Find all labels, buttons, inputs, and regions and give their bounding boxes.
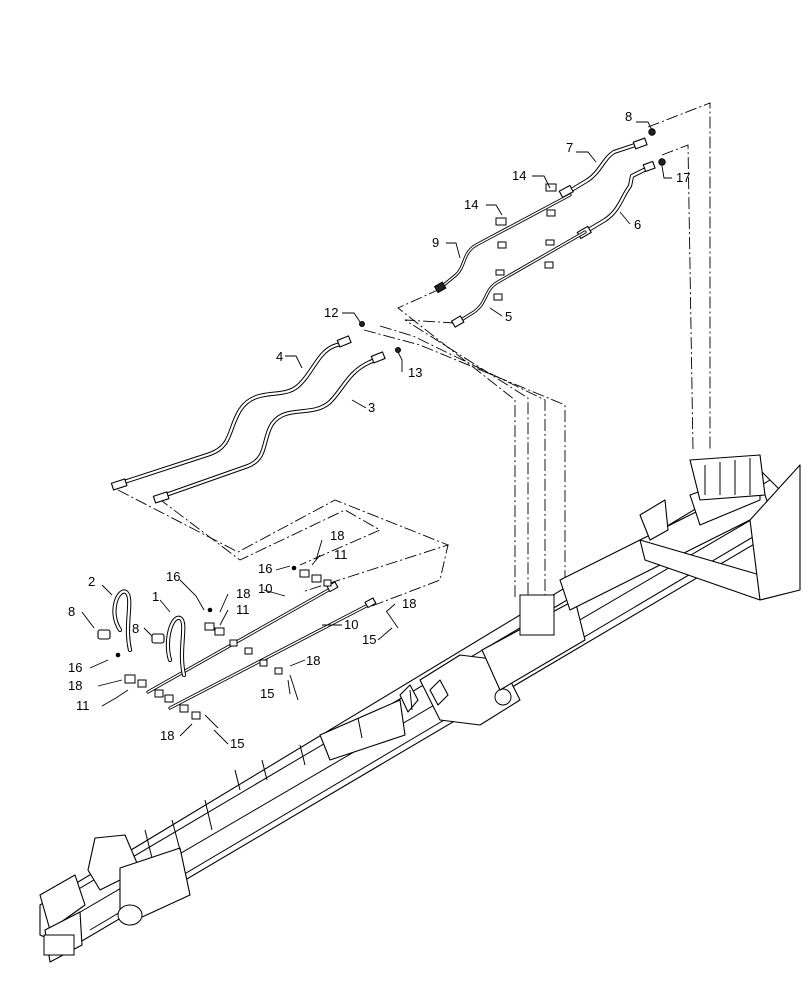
tube-9 [433,193,572,294]
callout-15: 15 [230,736,244,751]
callout-2: 2 [88,574,95,589]
callout-10: 10 [344,617,358,632]
callout-6: 6 [634,217,641,232]
callout-4: 4 [276,349,283,364]
callout-18: 18 [236,586,250,601]
callout-8: 8 [625,109,632,124]
callout-9: 9 [432,235,439,250]
tube-5 [450,230,587,328]
callout-15: 15 [260,686,274,701]
coupler-hose-1 [165,615,187,678]
plug-icon [648,128,656,136]
callout-15: 15 [362,632,376,647]
callout-18: 18 [306,653,320,668]
clamp-set-upper [493,183,557,301]
callout-18: 18 [402,596,416,611]
callout-16: 16 [68,660,82,675]
callout-11: 11 [236,602,250,617]
callout-8: 8 [68,604,75,619]
plug-icon [658,158,666,166]
callout-12: 12 [324,305,338,320]
dust-cap-icon [97,629,165,644]
callout-leaders [81,121,672,745]
callout-14: 14 [464,197,478,212]
toolbar-frame [39,454,801,963]
callout-17: 17 [676,170,690,185]
callout-8: 8 [132,621,139,636]
callout-11: 11 [76,698,90,713]
callout-18: 18 [160,728,174,743]
callout-13: 13 [408,365,422,380]
callout-3: 3 [368,400,375,415]
bolt-icon [115,565,399,729]
hose-3 [152,351,386,504]
callout-16: 16 [258,561,272,576]
callout-10: 10 [258,581,272,596]
callout-14: 14 [512,168,526,183]
coupler-hose-2 [112,589,133,653]
clamp-set-lower [124,569,332,720]
callout-labels: 8 7 14 14 17 6 9 5 12 13 4 3 18 16 11 2 … [68,109,690,751]
callout-7: 7 [566,140,573,155]
routing-phantom-lines [117,102,711,607]
plug-icon [359,321,365,327]
callout-16: 16 [166,569,180,584]
hose-7 [558,137,648,199]
callout-1: 1 [152,589,159,604]
hose-4 [110,335,352,491]
tube-10-lower [168,597,377,710]
callout-5: 5 [505,309,512,324]
callout-18: 18 [68,678,82,693]
callout-11: 11 [334,547,348,562]
hose-6 [576,160,656,240]
plug-icon [395,347,401,353]
callout-18: 18 [330,528,344,543]
